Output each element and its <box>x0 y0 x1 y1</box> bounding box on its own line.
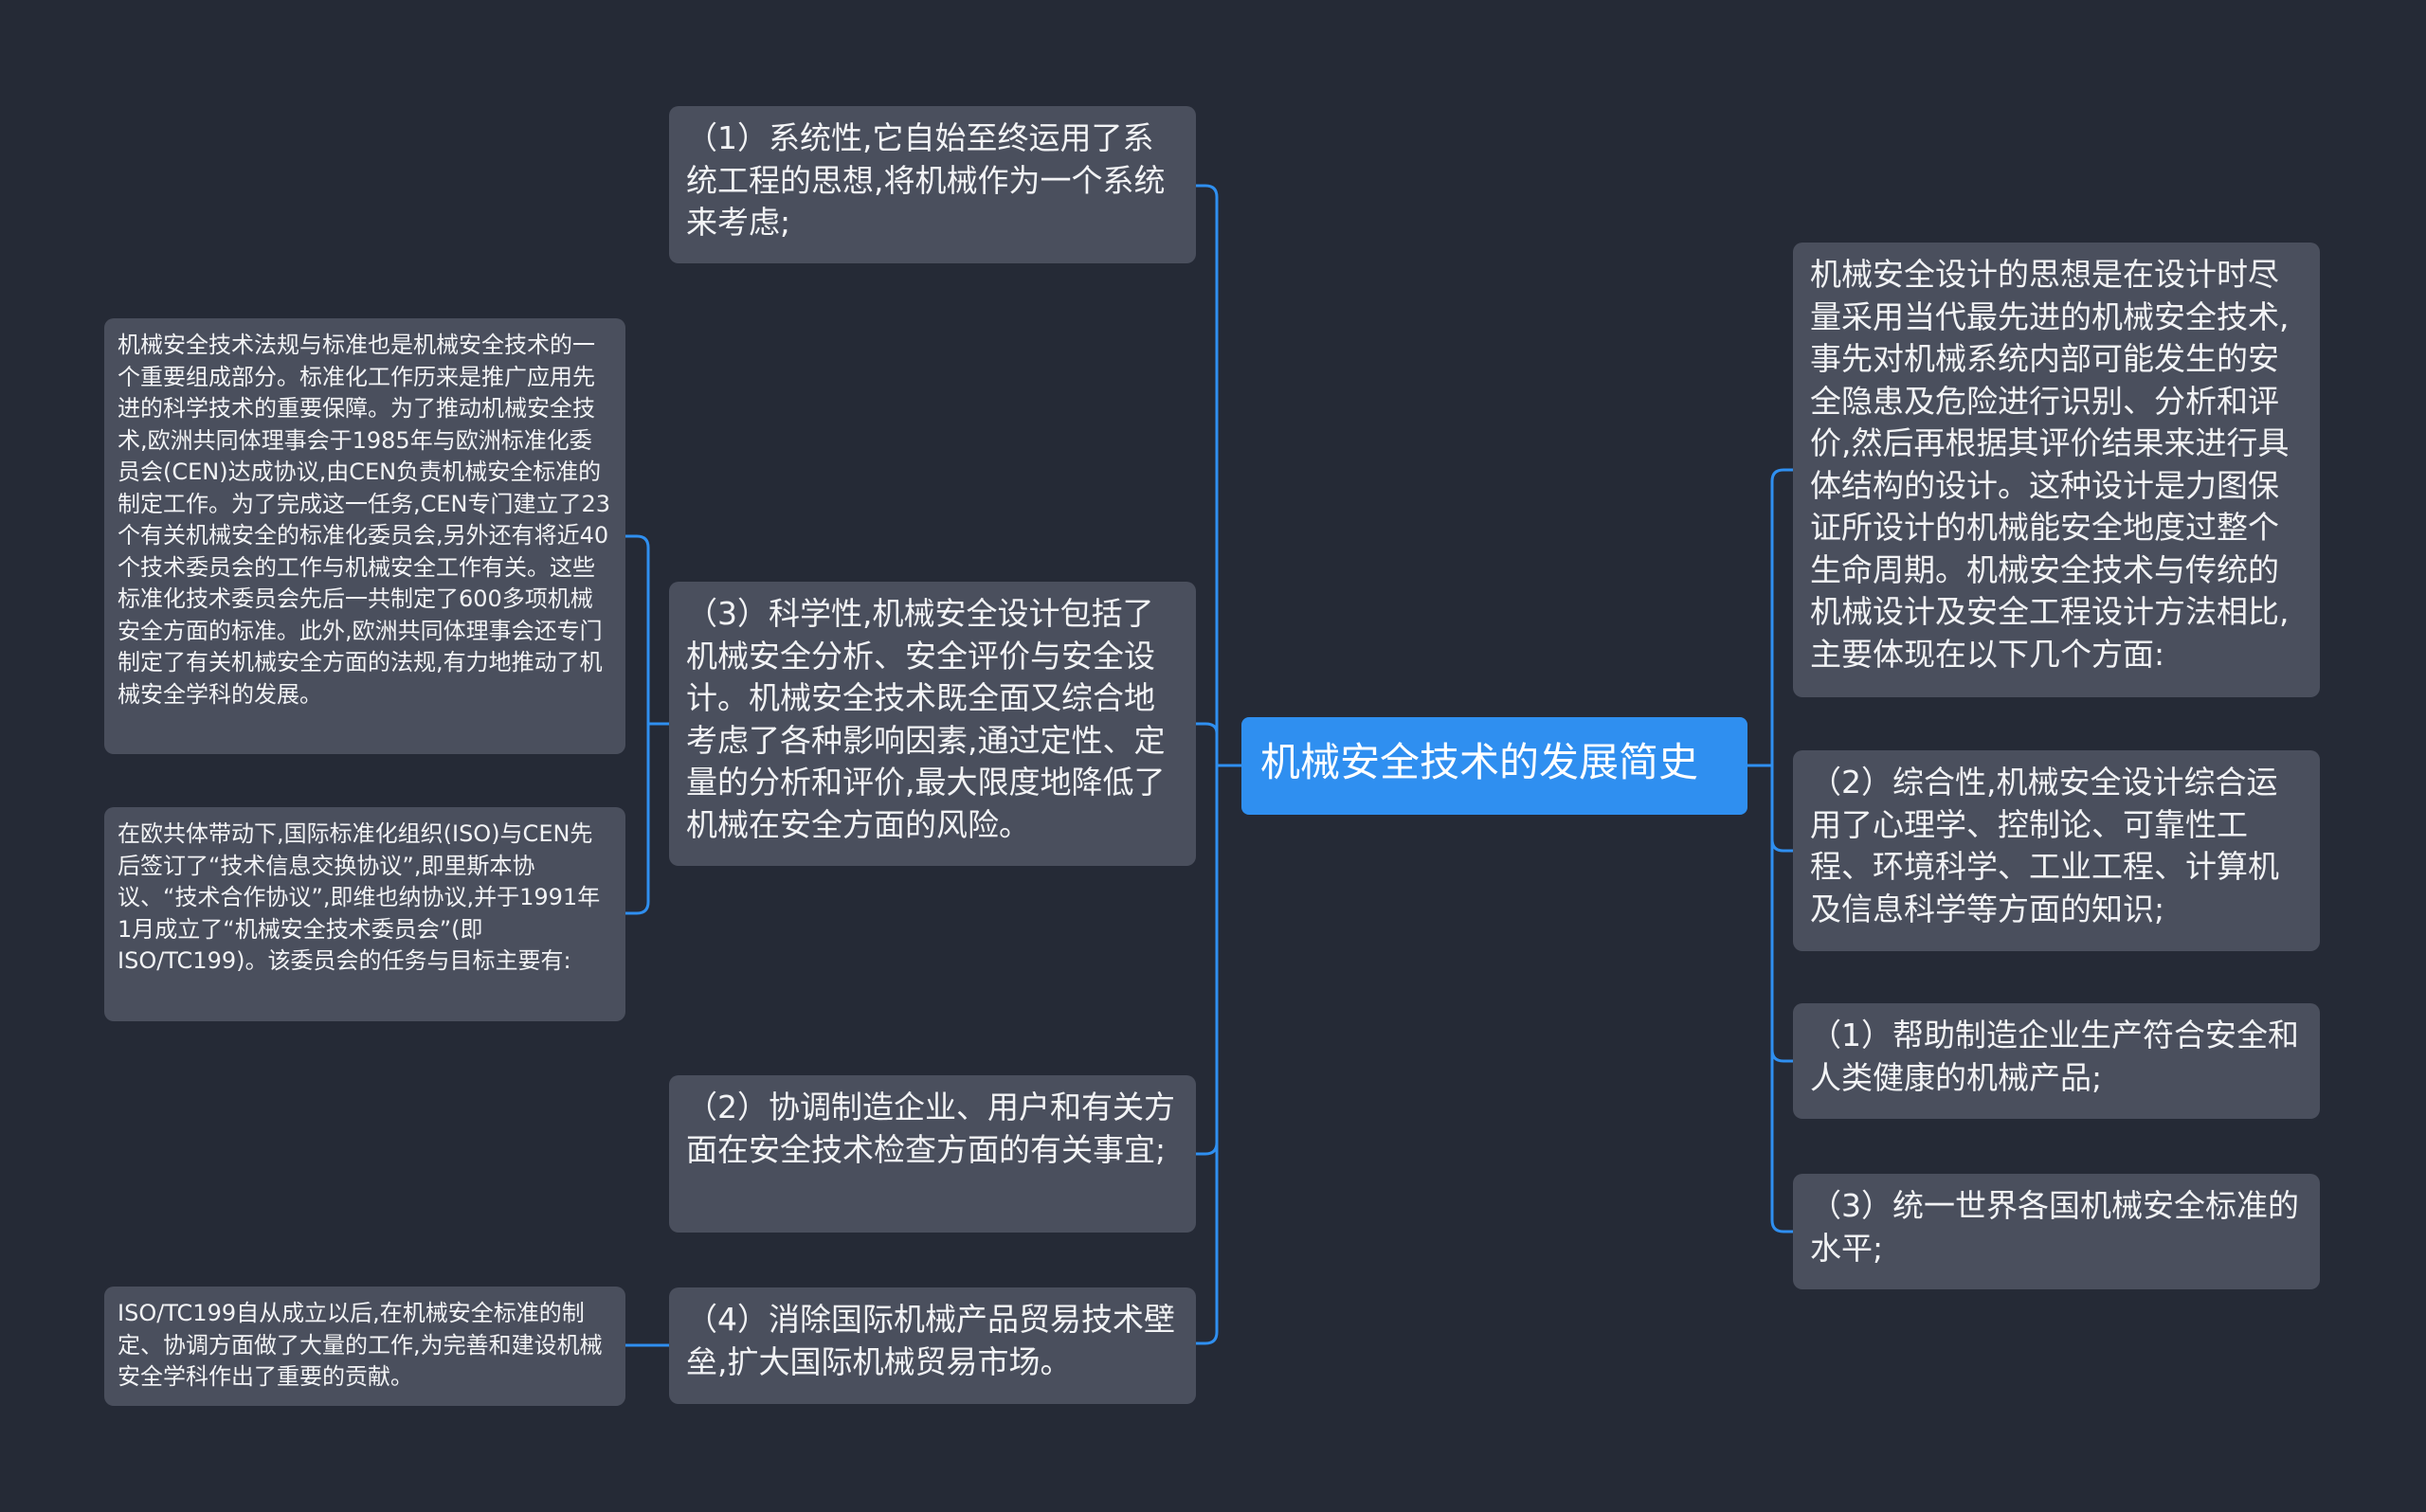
connector-to-n3 <box>1196 765 1219 1156</box>
topic-label: （2）协调制造企业、用户和有关方面在安全技术检查方面的有关事宜; <box>686 1089 1175 1168</box>
topic-comprehensive[interactable]: （2）综合性,机械安全设计综合运用了心理学、控制论、可靠性工程、环境科学、工业工… <box>1793 750 2320 951</box>
topic-label: 机械安全设计的思想是在设计时尽量采用当代最先进的机械安全技术,事先对机械系统内部… <box>1810 256 2290 673</box>
topic-label: 在欧共体带动下,国际标准化组织(ISO)与CEN先后签订了“技术信息交换协议”,… <box>118 820 601 974</box>
topic-label: （4）消除国际机械产品贸易技术壁垒,扩大国际机械贸易市场。 <box>686 1301 1175 1380</box>
topic-systematic[interactable]: （1）系统性,它自始至终运用了系统工程的思想,将机械作为一个系统来考虑; <box>669 106 1196 263</box>
topic-unify-standards[interactable]: （3）统一世界各国机械安全标准的水平; <box>1793 1174 2320 1289</box>
connector-to-r4 <box>1770 765 1793 1233</box>
topic-design-concept[interactable]: 机械安全设计的思想是在设计时尽量采用当代最先进的机械安全技术,事先对机械系统内部… <box>1793 243 2320 697</box>
connector-to-r3 <box>1770 765 1793 1063</box>
topic-iso-tc199[interactable]: ISO/TC199自从成立以后,在机械安全标准的制定、协调方面做了大量的工作,为… <box>104 1287 625 1406</box>
topic-label: （2）综合性,机械安全设计综合运用了心理学、控制论、可靠性工程、环境科学、工业工… <box>1810 764 2279 927</box>
connector-to-n4 <box>1196 765 1219 1345</box>
topic-label: （3）统一世界各国机械安全标准的水平; <box>1810 1187 2299 1267</box>
central-topic[interactable]: 机械安全技术的发展简史 <box>1241 717 1747 815</box>
connector-to-r2 <box>1770 765 1793 853</box>
topic-eliminate-barriers[interactable]: （4）消除国际机械产品贸易技术壁垒,扩大国际机械贸易市场。 <box>669 1287 1196 1404</box>
connector-to-r1 <box>1770 468 1793 765</box>
topic-iso-agreements[interactable]: 在欧共体带动下,国际标准化组织(ISO)与CEN先后签订了“技术信息交换协议”,… <box>104 807 625 1021</box>
topic-label: （3）科学性,机械安全设计包括了机械安全分析、安全评价与安全设计。机械安全技术既… <box>686 595 1166 843</box>
connector-to-n2 <box>1196 722 1219 734</box>
connector-to-f1 <box>625 534 650 724</box>
topic-scientific[interactable]: （3）科学性,机械安全设计包括了机械安全分析、安全评价与安全设计。机械安全技术既… <box>669 582 1196 866</box>
central-topic-label: 机械安全技术的发展简史 <box>1260 739 1699 785</box>
topic-coordinate[interactable]: （2）协调制造企业、用户和有关方面在安全技术检查方面的有关事宜; <box>669 1075 1196 1233</box>
topic-label: ISO/TC199自从成立以后,在机械安全标准的制定、协调方面做了大量的工作,为… <box>118 1300 603 1390</box>
connector-to-n1 <box>1196 184 1219 765</box>
topic-help-manufacturers[interactable]: （1）帮助制造企业生产符合安全和人类健康的机械产品; <box>1793 1003 2320 1119</box>
topic-label: 机械安全技术法规与标准也是机械安全技术的一个重要组成部分。标准化工作历来是推广应… <box>118 332 611 708</box>
connector-to-f2 <box>625 724 650 915</box>
topic-label: （1）帮助制造企业生产符合安全和人类健康的机械产品; <box>1810 1017 2299 1096</box>
topic-standards-history[interactable]: 机械安全技术法规与标准也是机械安全技术的一个重要组成部分。标准化工作历来是推广应… <box>104 318 625 754</box>
topic-label: （1）系统性,它自始至终运用了系统工程的思想,将机械作为一个系统来考虑; <box>686 119 1166 241</box>
